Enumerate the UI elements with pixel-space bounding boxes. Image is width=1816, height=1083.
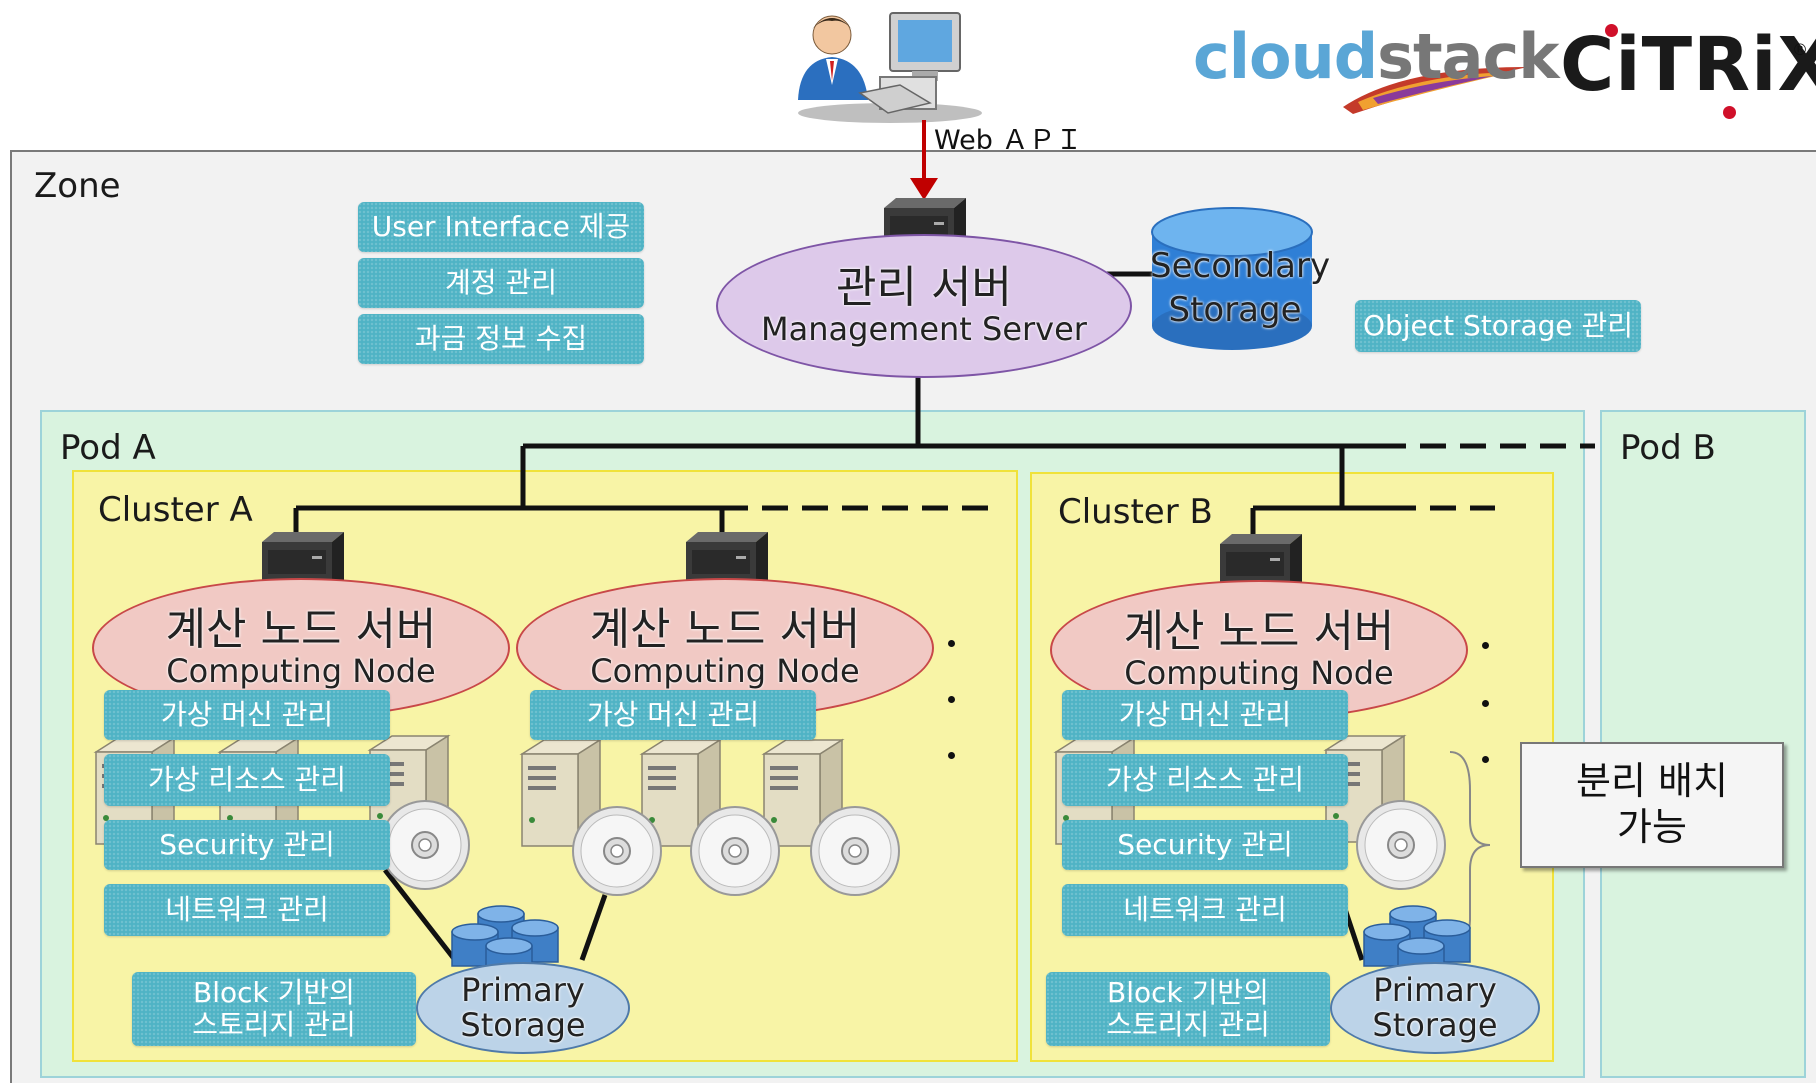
cluster-b-tag-virtual-resource: 가상 리소스 관리 — [1062, 754, 1348, 806]
tag-object-storage: Object Storage 관리 — [1355, 300, 1641, 352]
tag-billing: 과금 정보 수집 — [358, 314, 644, 364]
disk-icon-c1 — [1356, 800, 1446, 890]
compute-node-3-subtitle: Computing Node — [1124, 653, 1394, 692]
primary-storage-b: Primary Storage — [1330, 962, 1540, 1054]
citrix-logo-text: CiTRiX — [1560, 22, 1816, 108]
more-nodes-dot-a1 — [948, 640, 955, 647]
citrix-logo: CiTRiX ® — [1560, 22, 1816, 122]
primary-storage-b-line2: Storage — [1372, 1006, 1498, 1044]
more-nodes-dot-a2 — [948, 696, 955, 703]
cluster-a-tag-vm-management: 가상 머신 관리 — [104, 690, 390, 740]
cluster-a-block-storage-line2: 스토리지 관리 — [192, 1008, 356, 1041]
primary-storage-b-line1: Primary — [1373, 970, 1497, 1009]
cluster-b-tag-network: 네트워크 관리 — [1062, 884, 1348, 936]
cluster-a-tag-virtual-resource: 가상 리소스 관리 — [104, 754, 390, 806]
secondary-storage-line2: Storage — [1168, 290, 1302, 330]
disk-icon-b3 — [810, 806, 900, 896]
more-nodes-dot-b2 — [1482, 700, 1489, 707]
management-server-subtitle: Management Server — [761, 309, 1087, 348]
disk-icon-a1 — [380, 800, 470, 890]
management-server-node: 관리 서버 Management Server — [716, 234, 1132, 378]
compute-node-3-title: 계산 노드 서버 — [1123, 606, 1395, 658]
more-nodes-dot-b3 — [1482, 756, 1489, 763]
primary-storage-a: Primary Storage — [416, 962, 630, 1054]
cloudstack-logo: cloudstack — [1193, 12, 1560, 122]
cluster-a-label: Cluster A — [98, 490, 253, 530]
compute-node-2-title: 계산 노드 서버 — [589, 604, 861, 656]
compute-node-1-title: 계산 노드 서버 — [165, 604, 437, 656]
primary-storage-a-line1: Primary — [461, 970, 585, 1009]
cluster-b-block-storage-line2: 스토리지 관리 — [1106, 1008, 1270, 1041]
primary-storage-a-line2: Storage — [460, 1006, 586, 1044]
cluster-a-tag-block-storage: Block 기반의 스토리지 관리 — [132, 972, 416, 1046]
user-computer-icon — [790, 5, 990, 125]
callout-line1: 분리 배치 — [1576, 759, 1728, 804]
cloudstack-word-stack: stack — [1377, 20, 1559, 93]
cloudstack-word-cloud: cloud — [1193, 20, 1378, 93]
disk-icon-b1 — [572, 806, 662, 896]
zone-label: Zone — [34, 166, 121, 206]
cluster-b-tag-vm-management: 가상 머신 관리 — [1062, 690, 1348, 740]
web-api-label: Web ＡＰＩ — [934, 125, 1083, 156]
citrix-red-dot-top — [1605, 24, 1618, 37]
citrix-red-dot-bottom — [1723, 106, 1736, 119]
cluster-a-tag-security: Security 관리 — [104, 820, 390, 870]
pod-b-label: Pod B — [1620, 428, 1716, 468]
more-nodes-dot-b1 — [1482, 642, 1489, 649]
cluster-b-tag-block-storage: Block 기반의 스토리지 관리 — [1046, 972, 1330, 1046]
callout-line2: 가능 — [1617, 805, 1687, 849]
secondary-storage: Secondary Storage — [1150, 206, 1331, 352]
cluster-b-tag-security: Security 관리 — [1062, 820, 1348, 870]
disk-icon-b2 — [690, 806, 780, 896]
management-server-title: 관리 서버 — [836, 262, 1012, 314]
separate-deployment-callout: 분리 배치 가능 — [1520, 742, 1784, 868]
more-nodes-dot-a3 — [948, 752, 955, 759]
pod-a-label: Pod A — [60, 428, 156, 468]
cluster-a-block-storage-line1: Block 기반의 — [193, 975, 355, 1009]
compute-node-2-tag-vm-management: 가상 머신 관리 — [530, 690, 816, 740]
cluster-a-tag-network: 네트워크 관리 — [104, 884, 390, 936]
compute-node-2-subtitle: Computing Node — [590, 651, 860, 690]
citrix-registered-mark: ® — [1792, 40, 1808, 59]
tag-user-interface: User Interface 제공 — [358, 202, 644, 252]
cluster-b-block-storage-line1: Block 기반의 — [1107, 975, 1269, 1009]
cluster-b-label: Cluster B — [1058, 492, 1213, 532]
tag-account-management: 계정 관리 — [358, 258, 644, 308]
compute-node-1-subtitle: Computing Node — [166, 651, 436, 690]
secondary-storage-line1: Secondary — [1150, 246, 1331, 286]
secondary-storage-cylinder — [1151, 207, 1313, 350]
